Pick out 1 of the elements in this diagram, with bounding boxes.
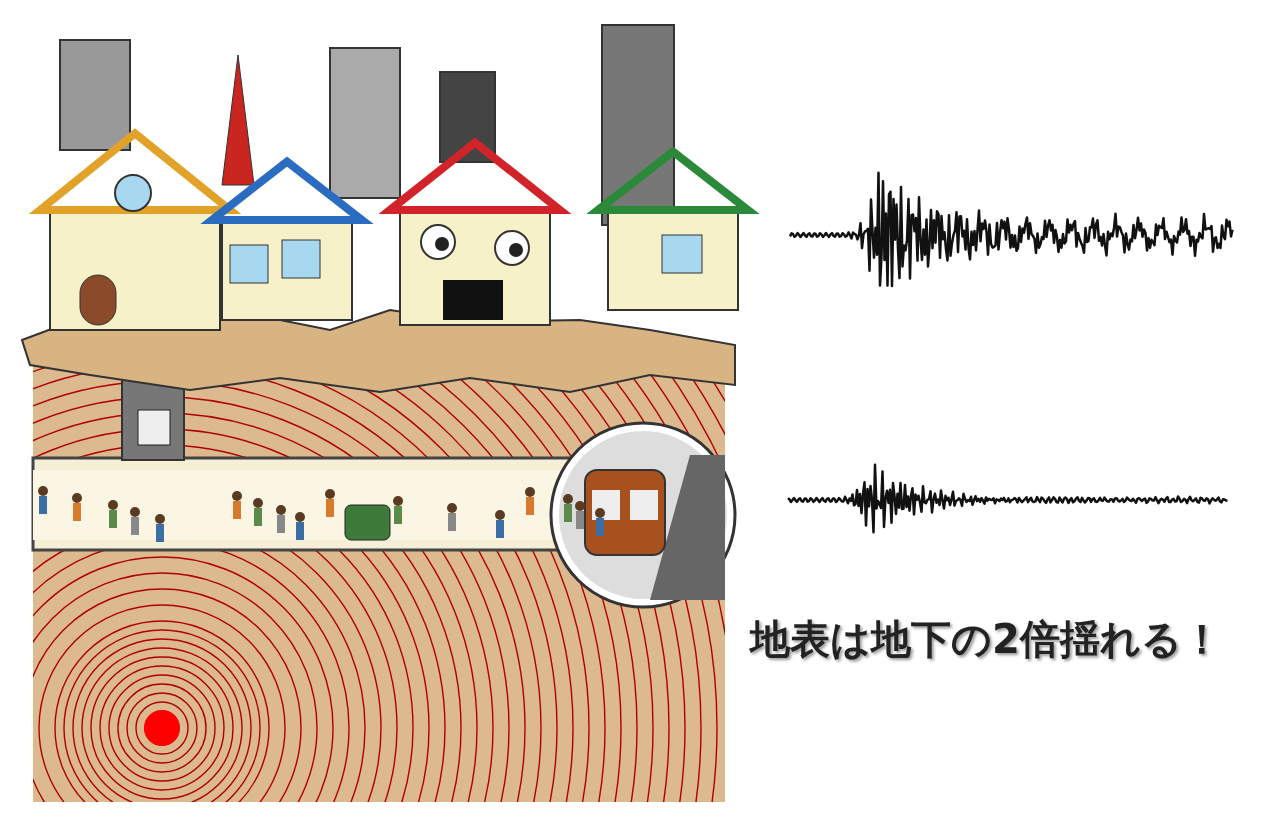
headline-text: 地表は地下の2倍揺れる！ (750, 615, 1222, 664)
